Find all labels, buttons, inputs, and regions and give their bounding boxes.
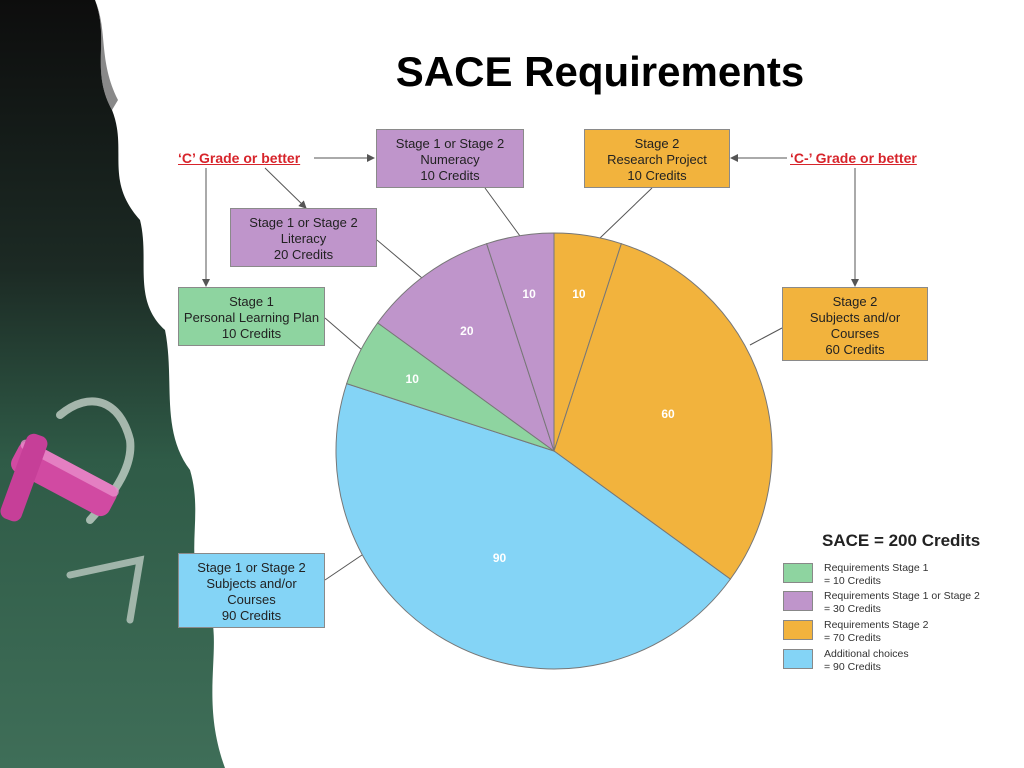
legend-item-line-2: = 10 Credits: [824, 575, 881, 587]
stage12-subjects-line-2: Subjects and/or: [206, 576, 297, 591]
leader-numeracy: [484, 187, 521, 237]
chalk-stub: [0, 433, 48, 522]
pie-labels: 10 60 90 10 20 10: [406, 287, 676, 565]
c-grade-label: ‘C’ Grade or better: [178, 150, 301, 166]
legend-item-line-1: Requirements Stage 1 or Stage 2: [824, 590, 980, 602]
legend-item-line-1: Requirements Stage 2: [824, 619, 929, 631]
leader-literacy: [376, 239, 423, 279]
pie-value-label: 90: [493, 551, 507, 565]
plp-line-1: Stage 1: [229, 294, 274, 309]
stage2-subjects-line-2: Subjects and/or: [809, 310, 901, 325]
research-line-1: Stage 2: [634, 136, 680, 151]
pie-value-label: 10: [522, 287, 536, 301]
legend-text: Requirements Stage 1 or Stage 2 = 30 Cre…: [824, 590, 980, 616]
legend-item: Additional choices = 90 Credits: [783, 648, 1013, 676]
numeracy-line-3: 10 Credits: [420, 168, 480, 183]
legend-text: Additional choices = 90 Credits: [824, 648, 909, 674]
pie-value-label: 10: [406, 372, 420, 386]
research-project-box: Stage 2 Research Project 10 Credits: [584, 129, 730, 188]
legend-swatch: [783, 620, 813, 640]
c-minus-grade-label: ‘C-’ Grade or better: [790, 150, 917, 166]
stage2-subjects-line-4: 60 Credits: [825, 342, 885, 357]
pie-slice: [335, 383, 732, 670]
leader-stage2-subjects: [749, 327, 783, 346]
leader-research: [599, 187, 653, 239]
pie-slice: [486, 232, 555, 452]
pie-value-label: 60: [661, 407, 675, 421]
stage2-subjects-line-3: Courses: [830, 326, 880, 341]
legend-item-line-2: = 70 Credits: [824, 632, 881, 644]
legend-item: Requirements Stage 1 = 10 Credits: [783, 562, 1013, 590]
pie-slices: [335, 232, 773, 670]
slide-title: SACE Requirements: [395, 48, 805, 95]
numeracy-line-1: Stage 1 or Stage 2: [395, 136, 505, 151]
literacy-box: Stage 1 or Stage 2 Literacy 20 Credits: [230, 208, 377, 267]
pie-slice: [553, 243, 773, 580]
legend-title: SACE = 200 Credits: [822, 531, 981, 550]
leader-stage12-subjects: [324, 554, 363, 581]
plp-line-3: 10 Credits: [221, 326, 282, 341]
leader-lines: [202, 154, 859, 581]
research-line-3: 10 Credits: [627, 168, 687, 183]
legend-item-line-1: Additional choices: [824, 648, 909, 660]
legend-item-line-2: = 90 Credits: [824, 661, 881, 673]
legend-text: Requirements Stage 1 = 10 Credits: [824, 562, 928, 588]
stage12-subjects-box: Stage 1 or Stage 2 Subjects and/or Cours…: [178, 553, 325, 628]
stage12-subjects-line-1: Stage 1 or Stage 2: [197, 560, 306, 575]
legend-item-line-2: = 30 Credits: [824, 603, 881, 615]
pie-value-label: 20: [460, 324, 474, 338]
literacy-line-1: Stage 1 or Stage 2: [249, 215, 358, 230]
literacy-line-3: 20 Credits: [273, 247, 334, 262]
legend-item: Requirements Stage 2 = 70 Credits: [783, 619, 1013, 647]
legend-text: Requirements Stage 2 = 70 Credits: [824, 619, 928, 645]
stage12-subjects-line-3: Courses: [227, 592, 276, 607]
stage12-subjects-line-4: 90 Credits: [221, 608, 282, 623]
stage2-subjects-line-1: Stage 2: [832, 294, 878, 309]
personal-learning-plan-box: Stage 1 Personal Learning Plan 10 Credit…: [178, 287, 325, 346]
numeracy-line-2: Numeracy: [420, 152, 480, 167]
arrow-c-grade-to-literacy: [264, 167, 307, 209]
stage2-subjects-box: Stage 2 Subjects and/or Courses 60 Credi…: [782, 287, 928, 361]
plp-line-2: Personal Learning Plan: [183, 310, 320, 325]
numeracy-box: Stage 1 or Stage 2 Numeracy 10 Credits: [376, 129, 524, 188]
leader-plp: [324, 317, 363, 351]
legend-swatch: [783, 649, 813, 669]
pie-slice: [376, 243, 555, 453]
legend-swatch: [783, 591, 813, 611]
chalkboard-decoration: [0, 0, 225, 768]
literacy-line-2: Literacy: [280, 231, 327, 246]
legend-item: Requirements Stage 1 or Stage 2 = 30 Cre…: [783, 590, 1013, 618]
legend-swatch: [783, 563, 813, 583]
pie-value-label: 10: [572, 287, 586, 301]
legend-item-line-1: Requirements Stage 1: [824, 562, 929, 574]
research-line-2: Research Project: [607, 152, 707, 167]
